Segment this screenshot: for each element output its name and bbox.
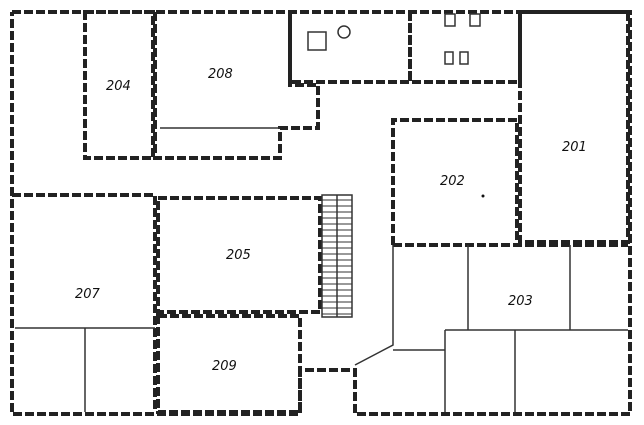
interior-walls <box>12 10 630 414</box>
elevator-icon <box>307 31 327 51</box>
room-201-walls <box>518 10 630 244</box>
room-label-203: 203 <box>508 294 533 309</box>
room-label-209: 209 <box>212 359 237 374</box>
room-205-walls <box>156 196 322 314</box>
stairs <box>321 194 353 318</box>
room-label-208: 208 <box>208 67 233 82</box>
room-label-207: 207 <box>75 287 101 302</box>
room-label-201: 201 <box>562 140 587 155</box>
room-209-walls <box>156 314 302 414</box>
room-label-204: 204 <box>106 79 131 94</box>
room-label-205: 205 <box>226 248 251 263</box>
room-label-202: 202 <box>440 174 465 189</box>
restroom-fixtures <box>307 13 481 65</box>
